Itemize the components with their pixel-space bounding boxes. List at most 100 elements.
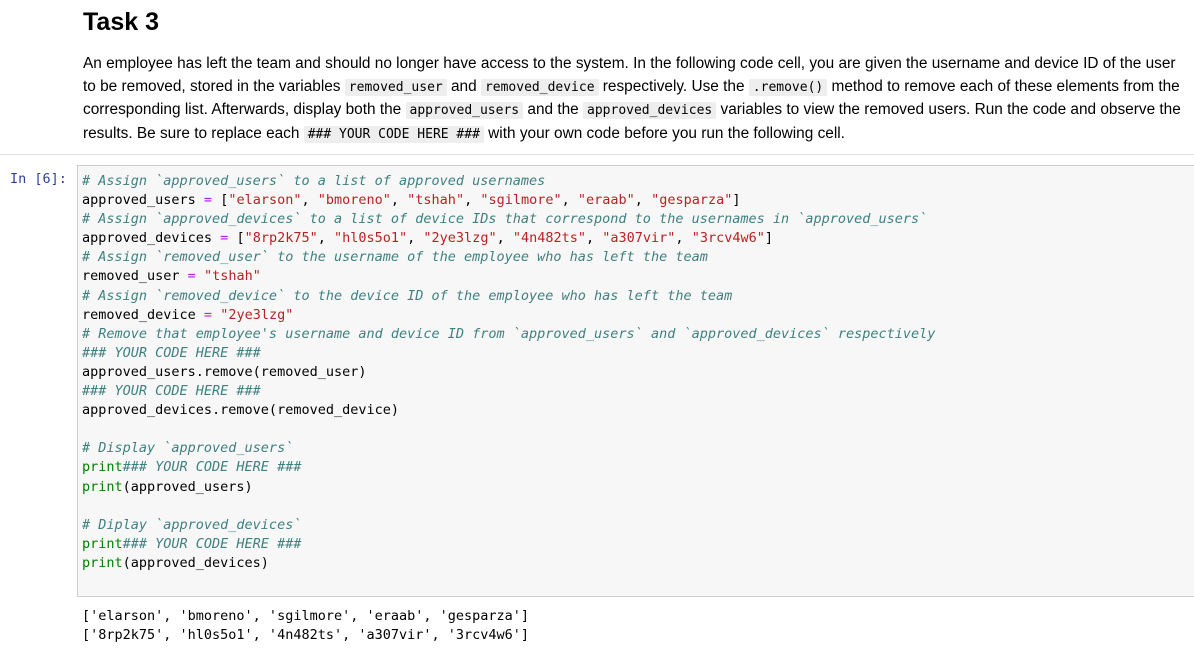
code-token-builtin: print: [82, 535, 123, 552]
code-token-plain: ,: [390, 192, 408, 209]
code-token-comment: # Assign `approved_users` to a list of a…: [82, 173, 546, 189]
code-token-comment: ### YOUR CODE HERE ###: [82, 383, 261, 400]
code-token-plain: ,: [317, 230, 334, 247]
code-token-op: =: [203, 192, 213, 209]
code-line: [82, 420, 935, 439]
code-token-builtin: print: [82, 459, 123, 476]
code-token-comment: # Diplay `approved_devices`: [82, 516, 302, 533]
code-line: approved_users = ["elarson", "bmoreno", …: [82, 191, 935, 210]
code-token-string: "sgilmore": [480, 192, 562, 209]
code-token-string: "hl0s5o1": [334, 230, 408, 247]
code-token-plain: ,: [675, 230, 692, 247]
description-text: method to remove each of these elements …: [83, 77, 1180, 119]
code-line: print### YOUR CODE HERE ###: [82, 535, 935, 554]
code-token-string: "4n482ts": [512, 230, 586, 247]
code-token-string: "tshah": [407, 192, 465, 209]
description-text: with your own code before you run the fo…: [483, 125, 845, 143]
input-prompt: In [6]:: [10, 171, 67, 187]
code-line: # Assign `approved_users` to a list of a…: [82, 172, 935, 191]
code-line: print### YOUR CODE HERE ###: [82, 458, 935, 477]
description-text: variables to view the removed users. Run…: [83, 101, 1181, 143]
inline-code: removed_user: [344, 78, 447, 96]
code-token-plain: ,: [634, 192, 652, 209]
code-line: # Diplay `approved_devices`: [82, 516, 935, 535]
code-editor[interactable]: # Assign `approved_users` to a list of a…: [82, 172, 935, 573]
code-token-string: "bmoreno": [317, 192, 391, 209]
code-line: approved_devices = ["8rp2k75", "hl0s5o1"…: [82, 229, 935, 248]
code-token-plain: ,: [496, 230, 513, 247]
code-token-plain: [212, 307, 220, 323]
code-token-plain: (approved_users): [122, 478, 253, 495]
code-token-plain: [: [228, 230, 245, 247]
code-token-plain: (approved_devices): [122, 554, 269, 571]
task-title: Task 3: [83, 8, 159, 36]
code-token-plain: [: [212, 192, 229, 209]
code-token-plain: ,: [407, 230, 424, 247]
code-token-string: "eraab": [577, 192, 635, 209]
inline-code: approved_devices: [583, 102, 717, 120]
code-line: removed_device = "2ye3lzg": [82, 306, 935, 325]
code-token-comment: # Assign `removed_user` to the username …: [82, 249, 708, 266]
code-token-op: =: [187, 268, 196, 285]
code-line: approved_users.remove(removed_user): [82, 363, 935, 382]
inline-code: removed_device: [480, 78, 599, 96]
code-token-plain: approved_users: [82, 192, 204, 209]
code-token-plain: ,: [464, 192, 481, 209]
code-token-builtin: print: [82, 554, 123, 571]
code-token-plain: removed_device: [82, 306, 204, 323]
code-token-string: "2ye3lzg": [220, 306, 294, 323]
task-description: An employee has left the team and should…: [83, 53, 1188, 147]
code-token-builtin: print: [82, 478, 123, 495]
code-token-plain: [196, 268, 204, 284]
code-token-comment: # Assign `approved_devices` to a list of…: [82, 211, 928, 228]
code-token-string: "elarson": [228, 192, 302, 209]
code-token-string: "a307vir": [602, 230, 676, 247]
code-line: # Display `approved_users`: [82, 439, 935, 458]
code-token-comment: # Remove that employee's username and de…: [82, 325, 936, 342]
code-token-comment: ### YOUR CODE HERE ###: [82, 344, 261, 361]
code-token-plain: ]: [732, 192, 741, 209]
code-line: print(approved_devices): [82, 554, 935, 573]
code-token-string: "2ye3lzg": [423, 230, 497, 247]
code-cell-input[interactable]: [77, 165, 1194, 597]
description-text: and the: [523, 101, 584, 119]
code-token-comment: # Display `approved_users`: [82, 440, 294, 457]
code-line: # Assign `removed_device` to the device …: [82, 287, 935, 306]
description-text: respectively. Use the: [598, 77, 749, 95]
code-token-plain: ,: [561, 192, 578, 209]
code-line: # Remove that employee's username and de…: [82, 325, 935, 344]
code-token-plain: removed_user: [82, 268, 188, 285]
code-token-plain: ,: [586, 230, 603, 247]
code-token-comment: ### YOUR CODE HERE ###: [122, 459, 302, 476]
inline-code: approved_users: [405, 102, 524, 120]
code-line: # Assign `approved_devices` to a list of…: [82, 210, 935, 229]
code-token-string: "3rcv4w6": [691, 230, 765, 247]
code-line: approved_devices.remove(removed_device): [82, 401, 935, 420]
inline-code: .remove(): [748, 78, 828, 96]
code-line: print(approved_users): [82, 478, 935, 497]
code-line: ### YOUR CODE HERE ###: [82, 344, 935, 363]
code-token-plain: ,: [301, 192, 318, 209]
code-token-plain: approved_devices.remove(removed_device): [82, 402, 399, 419]
code-line: removed_user = "tshah": [82, 267, 935, 286]
code-line: # Assign `removed_user` to the username …: [82, 248, 935, 267]
cell-output: ['elarson', 'bmoreno', 'sgilmore', 'eraa…: [82, 607, 529, 645]
code-token-op: =: [220, 230, 229, 247]
code-token-op: =: [203, 306, 213, 323]
code-line: ### YOUR CODE HERE ###: [82, 382, 935, 401]
cell-divider: [0, 154, 1194, 155]
description-text: and: [446, 77, 481, 95]
output-line: ['8rp2k75', 'hl0s5o1', '4n482ts', 'a307v…: [82, 627, 530, 644]
code-token-comment: # Assign `removed_device` to the device …: [82, 287, 733, 304]
code-token-plain: approved_devices: [82, 230, 221, 247]
code-token-string: "8rp2k75": [244, 230, 318, 247]
code-token-string: "gesparza": [651, 192, 733, 209]
inline-code: ### YOUR CODE HERE ###: [303, 126, 484, 144]
code-token-plain: ]: [764, 230, 773, 247]
output-line: ['elarson', 'bmoreno', 'sgilmore', 'eraa…: [82, 608, 530, 624]
code-token-string: "tshah": [203, 268, 261, 285]
code-line: [82, 497, 935, 516]
description-text: An employee has left the team and should…: [83, 55, 1176, 95]
code-token-comment: ### YOUR CODE HERE ###: [122, 535, 302, 552]
code-token-plain: approved_users.remove(removed_user): [82, 363, 367, 380]
